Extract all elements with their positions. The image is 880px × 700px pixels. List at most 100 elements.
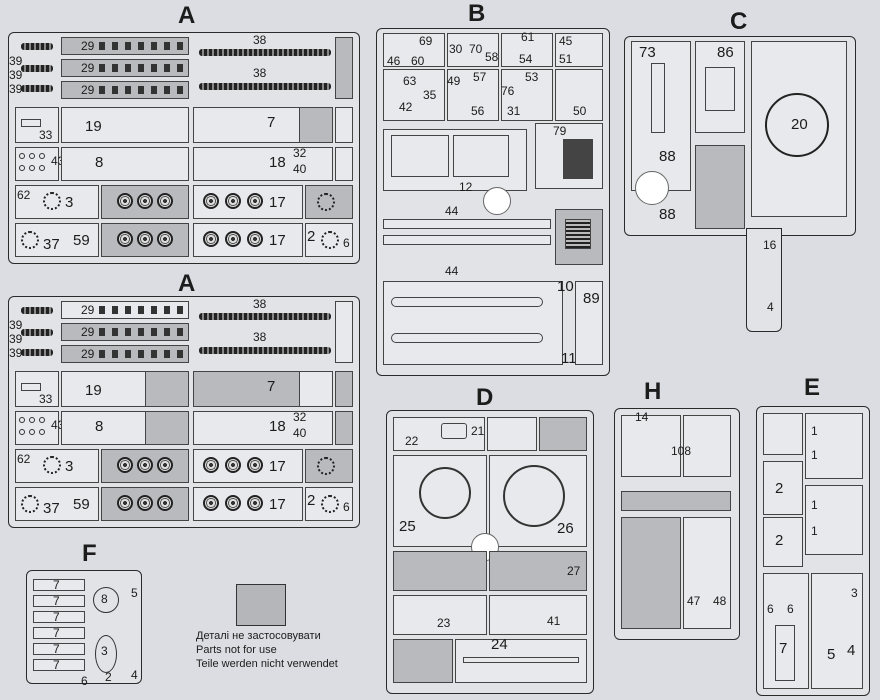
part-47-label: 47 [687, 594, 701, 608]
sprue-cell [621, 491, 731, 511]
sprue-h-letter: H [644, 378, 662, 405]
sprue-cell [455, 639, 587, 683]
sprue-cell [575, 281, 603, 365]
part-37-label: 37 [43, 236, 60, 253]
part-32-label: 32 [293, 410, 307, 424]
part-7-label: 7 [53, 610, 60, 624]
part-29-label: 29 [81, 347, 95, 361]
sprue-a-bottom-frame: 39 39 39 29 29 29 38 38 33 19 7 43 8 18 … [8, 296, 360, 528]
sprue-d-letter: D [476, 384, 494, 411]
part-20-label: 20 [791, 116, 808, 133]
part-88-label: 88 [659, 148, 676, 165]
sprue-cell [393, 595, 487, 635]
part-7-label: 7 [53, 594, 60, 608]
sprue-f-frame: 7 7 7 7 7 7 8 5 3 2 4 6 [26, 570, 142, 688]
part-32-label: 32 [293, 146, 307, 160]
part-44-label: 44 [445, 264, 459, 278]
sprue-cell [763, 573, 809, 689]
part-54-label: 54 [519, 52, 533, 66]
part-63-label: 63 [403, 74, 417, 88]
part-38-label: 38 [253, 297, 267, 311]
sprue-cell [383, 281, 563, 365]
part-6-label: 6 [343, 500, 350, 514]
track-run-part [199, 83, 331, 90]
part-35-label: 35 [423, 88, 437, 102]
sprue-cell [555, 69, 603, 121]
sprue-cell [383, 219, 551, 229]
sprue-cell [335, 411, 353, 445]
sprue-cell [805, 413, 863, 479]
legend-text-english: Parts not for use [196, 644, 277, 656]
sprue-c-tab: 16 4 [746, 228, 782, 332]
part-6-label: 6 [81, 674, 88, 688]
part-70-label: 70 [469, 42, 483, 56]
part-7-label: 7 [53, 626, 60, 640]
part-24-label: 24 [491, 636, 508, 653]
not-for-use-swatch [236, 584, 286, 626]
sprue-cell [695, 145, 745, 229]
part-44-label: 44 [445, 204, 459, 218]
track-link-part [21, 65, 53, 72]
sprue-f-letter: F [82, 540, 97, 567]
part-20-shape [765, 93, 829, 157]
part-7-label: 7 [53, 642, 60, 656]
part-33-shape [21, 119, 41, 127]
sprue-cell [383, 129, 527, 191]
part-86-label: 86 [717, 44, 734, 61]
track-pins-part [99, 86, 183, 94]
sprue-cell [193, 147, 333, 181]
part-48-label: 48 [713, 594, 727, 608]
part-49-label: 49 [447, 74, 461, 88]
part-60-label: 60 [411, 54, 425, 68]
part-59-label: 59 [73, 232, 90, 249]
part-7-label: 7 [53, 578, 60, 592]
sprue-h-frame: 14 108 47 48 [614, 408, 740, 640]
sprue-cell [683, 517, 731, 629]
part-22-label: 22 [405, 434, 419, 448]
part-38-label: 38 [253, 330, 267, 344]
part-17-label: 17 [269, 194, 286, 211]
part-29-label: 29 [81, 61, 95, 75]
part-4-label: 4 [131, 668, 138, 682]
part-21-label: 21 [471, 424, 485, 438]
part-16-label: 16 [763, 238, 777, 252]
part-17-label: 17 [269, 232, 286, 249]
part-2-label: 2 [307, 228, 316, 245]
part-59-label: 59 [73, 496, 90, 513]
sprue-cell [555, 33, 603, 67]
part-39-label: 39 [9, 68, 23, 82]
sprue-cell [393, 551, 487, 591]
sprue-cell [393, 639, 453, 683]
part-39-label: 39 [9, 346, 23, 360]
part-40-label: 40 [293, 426, 307, 440]
sprue-cell [383, 69, 445, 121]
sprue-cell [811, 573, 863, 689]
part-3-label: 3 [851, 586, 858, 600]
sprue-cell [335, 147, 353, 181]
sprue-cell [621, 517, 681, 629]
part-18-label: 18 [269, 154, 286, 171]
sprue-a-bottom-letter: A [178, 270, 196, 297]
part-2-label: 2 [775, 480, 784, 497]
part-26-label: 26 [557, 520, 574, 537]
part-19-label: 19 [85, 382, 102, 399]
part-33-label: 33 [39, 392, 53, 406]
part-76-label: 76 [501, 84, 515, 98]
part-5-label: 5 [827, 646, 836, 663]
part-8-label: 8 [101, 592, 108, 606]
sprue-cell [393, 417, 485, 451]
part-23-label: 23 [437, 616, 451, 630]
part-10-label: 10 [557, 278, 574, 295]
sprue-cell [299, 371, 333, 407]
sprue-cell [15, 371, 59, 407]
legend-text-german: Teile werden nicht verwendet [196, 658, 338, 670]
part-39-label: 39 [9, 332, 23, 346]
track-pins-part [99, 64, 183, 72]
part-40-label: 40 [293, 162, 307, 176]
sprue-cell [145, 411, 189, 445]
sprue-cell [805, 485, 863, 555]
sprue-cell [621, 415, 681, 477]
sprue-cell [335, 37, 353, 99]
sprue-cell [501, 69, 553, 121]
part-19-label: 19 [85, 118, 102, 135]
